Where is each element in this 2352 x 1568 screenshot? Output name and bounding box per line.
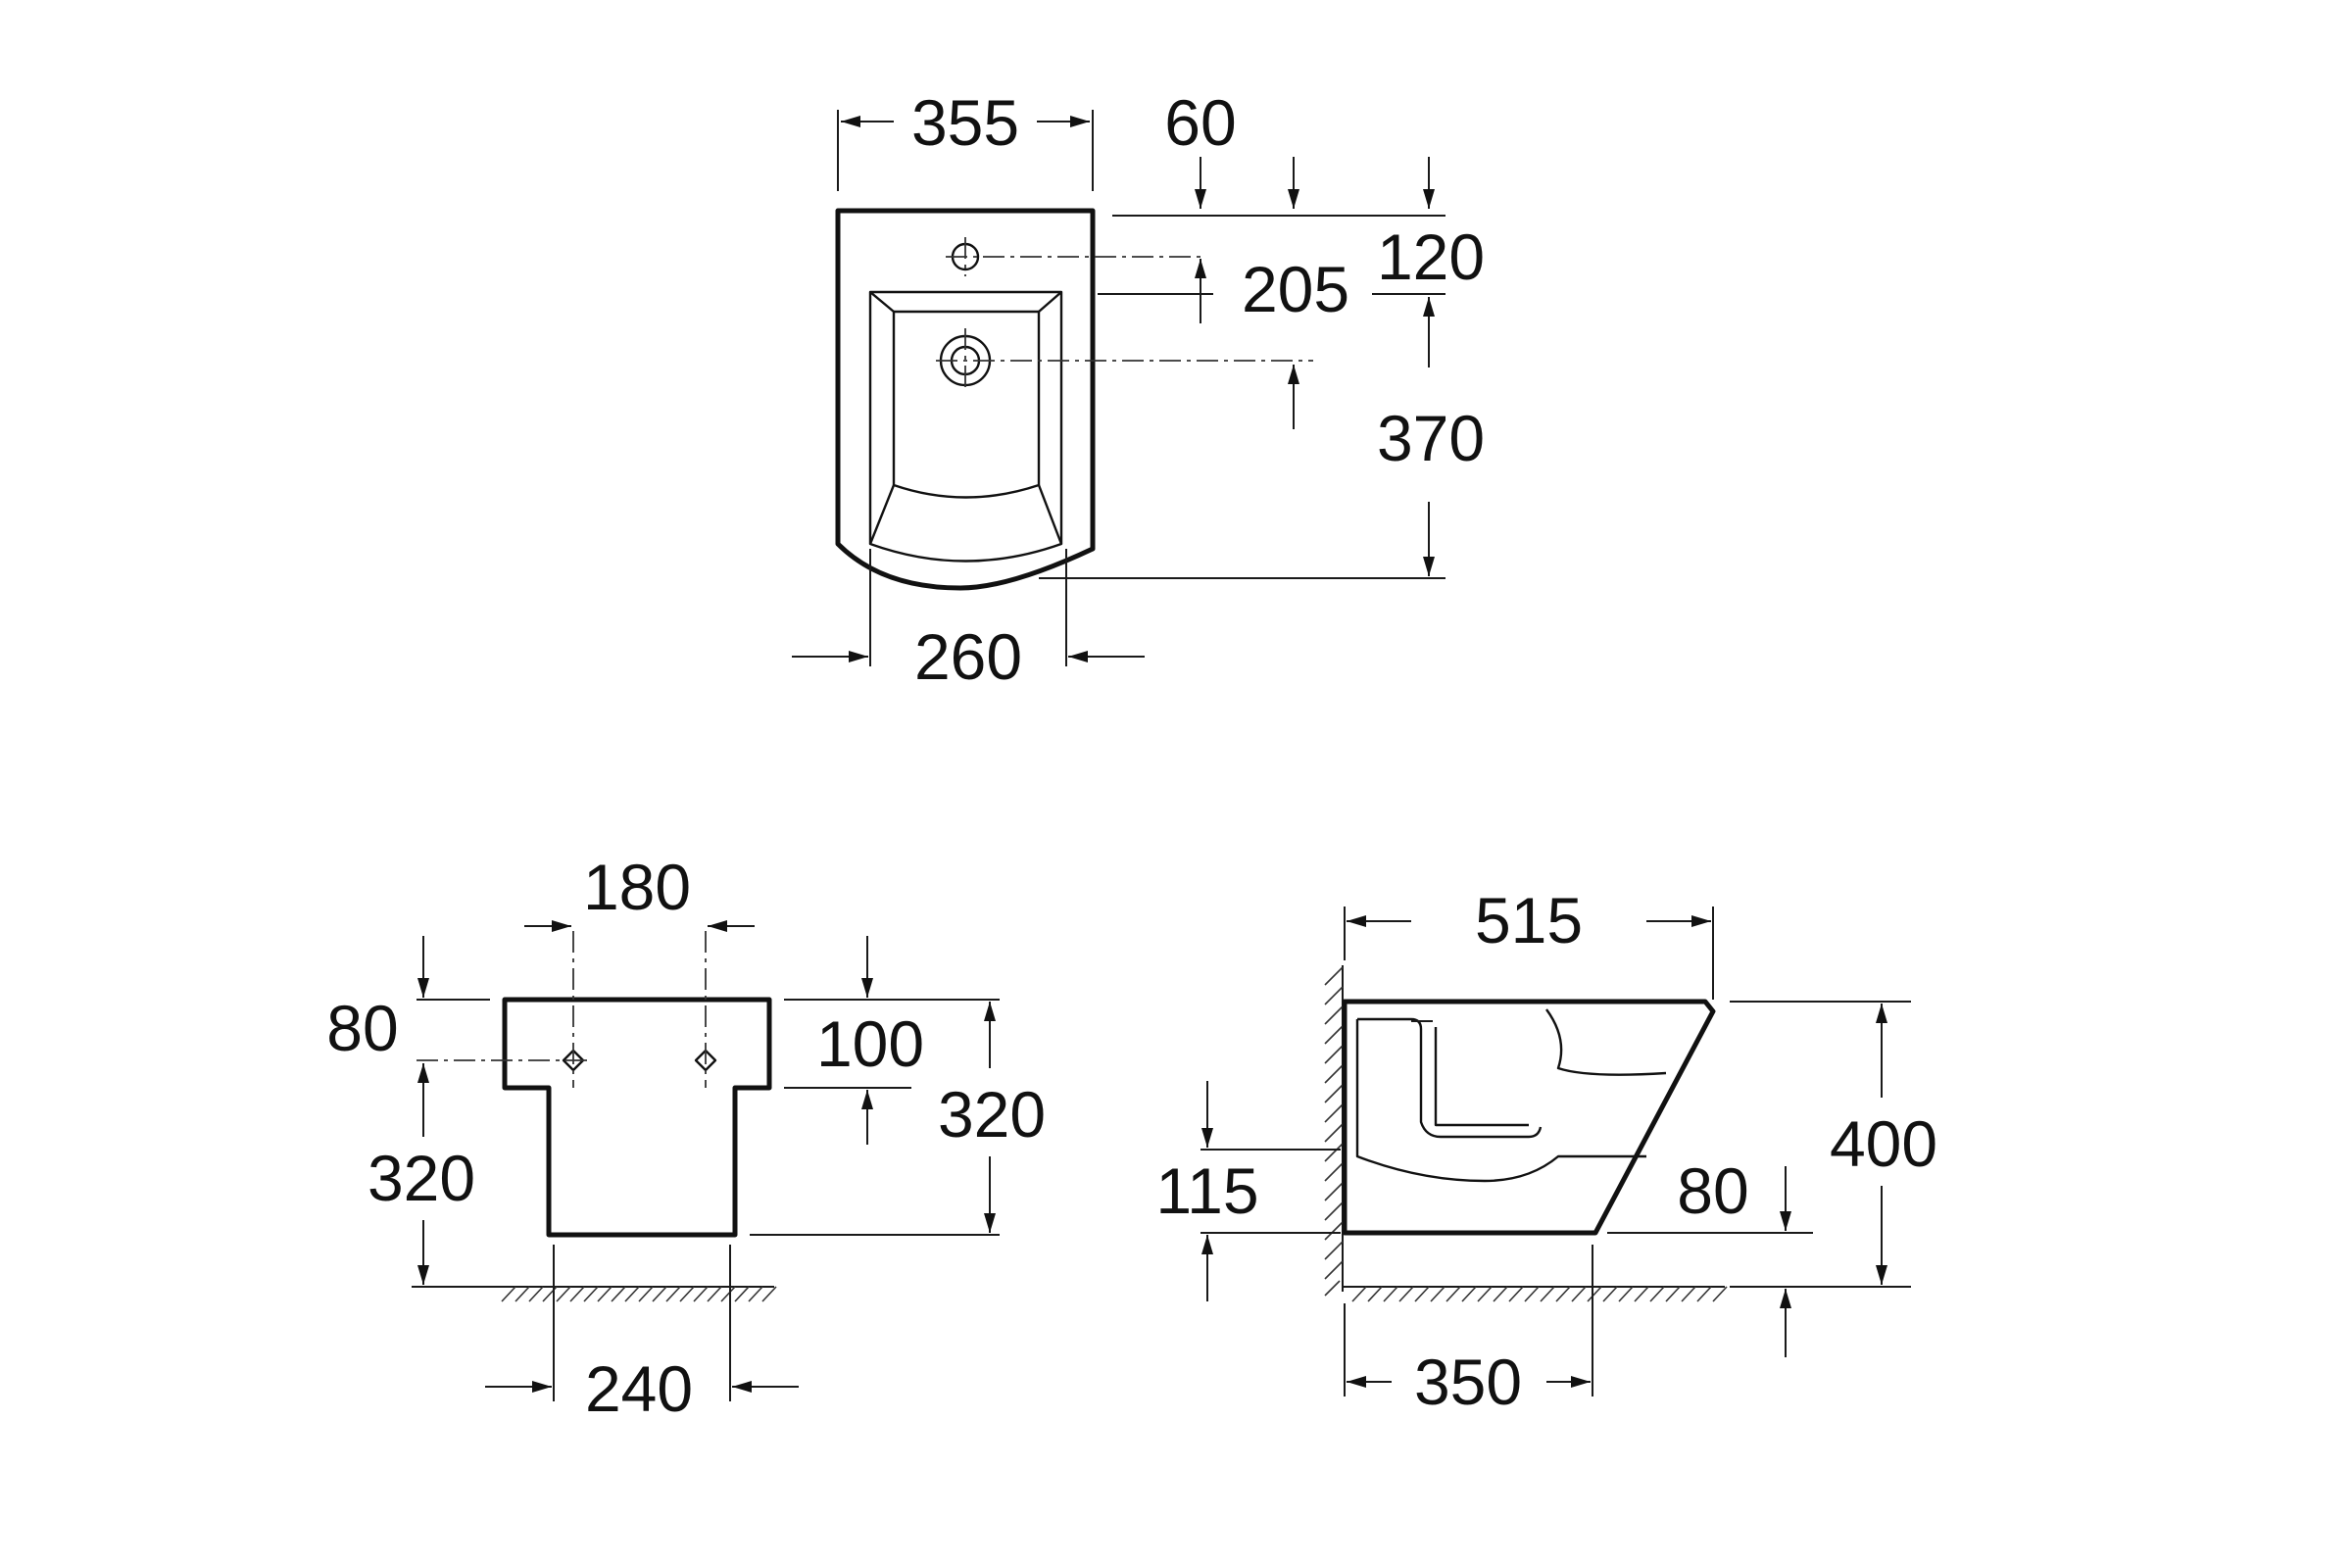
- bowl-bevel-line: [1037, 484, 1063, 545]
- dim-wall-connection-115: 115: [1155, 1154, 1258, 1227]
- dim-rim-thickness-100: 100: [816, 1007, 924, 1080]
- dim-tap-hole-120: 120: [1377, 220, 1485, 293]
- dim-base-depth-350: 350: [1414, 1346, 1522, 1418]
- dim-body-height-320: 320: [938, 1078, 1046, 1151]
- dim-foot-width-240: 240: [585, 1352, 693, 1425]
- bowl-bevel-line: [1038, 291, 1062, 313]
- floor-hatch: [1351, 1286, 1728, 1302]
- bowl-bevel-line: [868, 484, 896, 545]
- bidet-front-outline: [502, 997, 772, 1238]
- side-view: 515 400 80 115 350: [1155, 884, 1937, 1418]
- bidet-side-outline: [1342, 999, 1716, 1236]
- bowl-inner-outline: [868, 290, 1063, 563]
- dim-drain-205: 205: [1242, 253, 1349, 325]
- wall-hatch: [1324, 966, 1344, 1297]
- dim-overall-height-400: 400: [1830, 1107, 1937, 1180]
- bowl-rim-profile: [1545, 1008, 1667, 1076]
- front-view: 180 80 320 100 320 240: [326, 851, 1046, 1425]
- dim-hole-spacing-180: 180: [583, 851, 691, 923]
- floor-hatch: [501, 1286, 777, 1302]
- dim-tap-offset-60: 60: [1164, 86, 1236, 159]
- dim-height-to-holes-320: 320: [368, 1142, 475, 1214]
- top-view: 355 60 205 120 370 260: [792, 86, 1485, 693]
- bowl-bevel-line: [869, 291, 895, 313]
- bowl-basin-outline: [892, 310, 1041, 499]
- dim-hole-height-80: 80: [326, 992, 398, 1064]
- dim-bowl-370: 370: [1377, 402, 1485, 474]
- dim-overall-depth-515: 515: [1475, 884, 1583, 956]
- bidet-top-outline: [835, 208, 1096, 591]
- dim-base-offset-80: 80: [1677, 1154, 1748, 1227]
- dim-inner-width-260: 260: [914, 620, 1022, 693]
- dim-width-355: 355: [911, 86, 1019, 159]
